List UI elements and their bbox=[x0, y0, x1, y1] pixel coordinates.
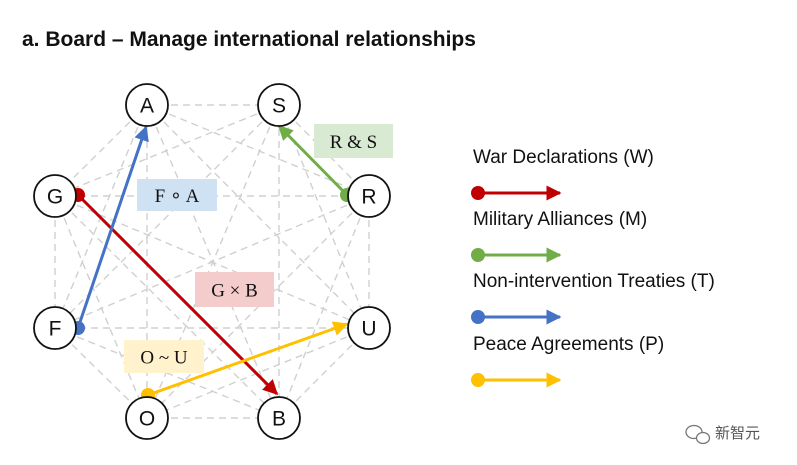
grid-line bbox=[54, 327, 148, 419]
node-circle bbox=[347, 174, 391, 218]
node-s: S bbox=[257, 83, 301, 127]
relation-label-background bbox=[124, 340, 204, 373]
node-circle bbox=[257, 83, 301, 127]
node-circle bbox=[125, 83, 169, 127]
relation-label-text: F ∘ A bbox=[155, 186, 200, 207]
relation-label-war: G × B bbox=[195, 272, 274, 307]
relation-arrow-alliance bbox=[277, 124, 349, 197]
node-circle bbox=[257, 396, 301, 440]
legend: War Declarations (W) Military Alliances (… bbox=[471, 147, 715, 388]
relation-label-text: O ~ U bbox=[140, 348, 188, 369]
relation-label-text: R & S bbox=[330, 132, 378, 153]
node-r: R bbox=[347, 174, 391, 218]
legend-label: Non-intervention Treaties (T) bbox=[473, 271, 715, 292]
node-label: R bbox=[361, 186, 376, 209]
grid-line bbox=[146, 104, 370, 197]
node-g: G bbox=[33, 174, 77, 218]
node-circle bbox=[33, 306, 77, 350]
grid-line bbox=[278, 195, 370, 419]
legend-label: War Declarations (W) bbox=[473, 147, 654, 168]
node-label: F bbox=[49, 318, 62, 341]
node-label: B bbox=[272, 408, 286, 431]
node-b: B bbox=[257, 396, 301, 440]
relation-label-treaty: F ∘ A bbox=[137, 179, 217, 211]
watermark: 新智元 bbox=[685, 424, 760, 445]
legend-item-w: War Declarations (W) bbox=[471, 147, 654, 201]
legend-item-t: Non-intervention Treaties (T) bbox=[471, 271, 715, 325]
wechat-icon bbox=[685, 424, 711, 445]
node-label: U bbox=[361, 318, 376, 341]
grid-line bbox=[146, 327, 370, 419]
page-title: a. Board – Manage international relation… bbox=[22, 28, 476, 51]
grid-line bbox=[54, 104, 280, 329]
grid-line bbox=[54, 195, 370, 329]
watermark-text: 新智元 bbox=[715, 424, 760, 442]
legend-dot bbox=[471, 310, 485, 324]
grid-line bbox=[146, 104, 370, 329]
node-circle bbox=[347, 306, 391, 350]
grid-line bbox=[278, 327, 370, 419]
relation-label-background bbox=[314, 124, 393, 158]
legend-dot bbox=[471, 248, 485, 262]
grid-line bbox=[54, 104, 280, 197]
node-u: U bbox=[347, 306, 391, 350]
legend-label: Peace Agreements (P) bbox=[473, 334, 664, 355]
relation-label-peace: O ~ U bbox=[124, 340, 204, 373]
node-f: F bbox=[33, 306, 77, 350]
node-label: O bbox=[139, 408, 155, 431]
node-label: A bbox=[140, 95, 154, 118]
node-circle bbox=[125, 396, 169, 440]
legend-item-m: Military Alliances (M) bbox=[471, 209, 647, 263]
node-o: O bbox=[125, 396, 169, 440]
grid-line bbox=[54, 104, 148, 197]
grid-lines bbox=[54, 104, 370, 419]
grid-line bbox=[54, 195, 280, 419]
node-circle bbox=[33, 174, 77, 218]
node-label: G bbox=[47, 186, 63, 209]
legend-item-p: Peace Agreements (P) bbox=[471, 334, 664, 388]
relation-labels: G × B R & S F ∘ A O ~ U bbox=[124, 124, 393, 373]
relation-arrow-peace bbox=[147, 321, 349, 397]
legend-dot bbox=[471, 186, 485, 200]
relation-label-text: G × B bbox=[211, 281, 258, 302]
relation-label-alliance: R & S bbox=[314, 124, 393, 158]
grid-line bbox=[54, 195, 148, 419]
relation-arrows bbox=[71, 124, 354, 402]
legend-label: Military Alliances (M) bbox=[473, 209, 647, 230]
node-a: A bbox=[125, 83, 169, 127]
board-nodes: A S G R F U O B bbox=[33, 83, 391, 440]
relation-label-background bbox=[137, 179, 217, 211]
legend-dot bbox=[471, 373, 485, 387]
node-label: S bbox=[272, 95, 286, 118]
relation-arrow-treaty bbox=[76, 125, 149, 329]
relation-label-background bbox=[195, 272, 274, 307]
